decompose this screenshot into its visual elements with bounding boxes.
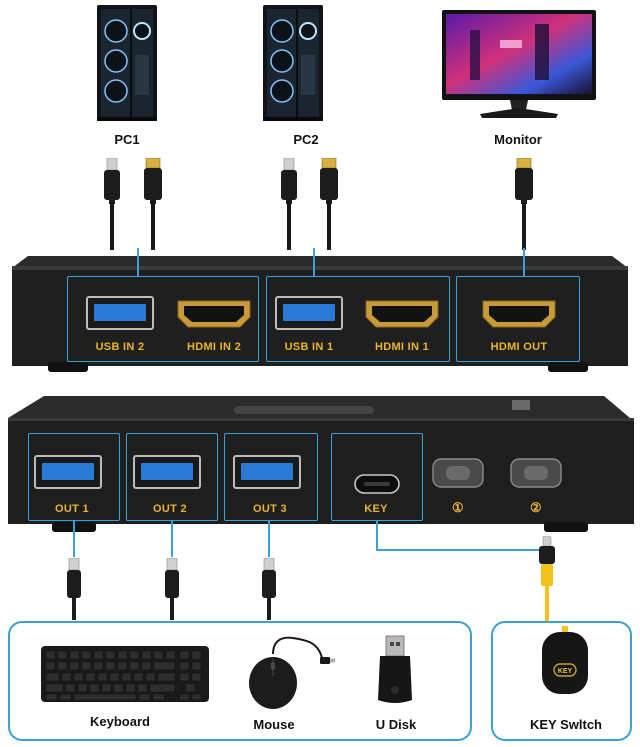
port-label-key: KEY [364, 503, 388, 515]
connector-line [376, 521, 378, 550]
cable [287, 202, 291, 250]
port-label-usb-in-1: USB IN 1 [284, 341, 334, 353]
keyboard-icon [40, 645, 210, 703]
connector-line [171, 521, 173, 557]
key-port-group [331, 433, 423, 521]
key-switch-icon: KEY [540, 626, 590, 696]
port-label-hdmi-out: HDMI OUT [490, 341, 548, 353]
usb-in-2-port-icon [86, 296, 154, 330]
mouse-icon [238, 628, 338, 710]
cable [522, 202, 526, 250]
monitor-icon [440, 10, 598, 122]
keyboard-label: Keyboard [90, 714, 150, 729]
cable [327, 202, 331, 250]
usb-c-port-icon [354, 474, 400, 494]
output-group-3 [224, 433, 318, 521]
usb-out-2-port-icon [133, 455, 201, 489]
port-label-out-1: OUT 1 [55, 503, 89, 515]
port-group-output [456, 276, 580, 362]
switch-button-2[interactable] [510, 458, 562, 488]
usb-plug-icon [277, 157, 301, 204]
usb-plug-icon [64, 557, 84, 620]
usb-out-1-port-icon [34, 455, 102, 489]
hdmi-plug-icon [141, 157, 165, 204]
connector-line [376, 549, 546, 551]
button-label-1: ① [452, 500, 464, 515]
connector-line [268, 521, 270, 557]
key-switch-label: KEY Swltch [529, 717, 602, 732]
pc1-label: PC1 [114, 132, 140, 147]
connector-line [313, 248, 315, 276]
hdmi-plug-icon [317, 157, 341, 204]
usb-c-cable-icon [536, 535, 558, 630]
port-label-usb-in-2: USB IN 2 [95, 341, 145, 353]
hdmi-in-2-port-icon [176, 299, 252, 329]
svg-text:KEY: KEY [558, 668, 573, 675]
udisk-label: U Disk [375, 717, 417, 732]
port-label-out-3: OUT 3 [253, 503, 287, 515]
usb-out-3-port-icon [233, 455, 301, 489]
usb-plug-icon [162, 557, 182, 620]
port-label-hdmi-in-1: HDMI IN 1 [374, 341, 430, 353]
output-group-2 [126, 433, 218, 521]
port-label-out-2: OUT 2 [153, 503, 187, 515]
pc1-tower-icon [95, 5, 159, 123]
hdmi-in-1-port-icon [364, 299, 440, 329]
button-label-2: ② [530, 500, 542, 515]
hdmi-out-port-icon [481, 299, 557, 329]
cable [110, 202, 114, 250]
output-group-1 [28, 433, 120, 521]
monitor-label: Monitor [494, 132, 542, 147]
port-label-hdmi-in-2: HDMI IN 2 [186, 341, 242, 353]
port-group-pc2 [67, 276, 259, 362]
usb-plug-icon [259, 557, 279, 620]
connector-line [137, 248, 139, 276]
switch-button-1[interactable] [432, 458, 484, 488]
usb-plug-icon [100, 157, 124, 204]
hdmi-plug-icon [512, 157, 536, 204]
usb-in-1-port-icon [275, 296, 343, 330]
cable [151, 202, 155, 250]
pc2-tower-icon [261, 5, 325, 123]
mouse-label: Mouse [253, 717, 295, 732]
connector-line [73, 521, 75, 557]
pc2-label: PC2 [293, 132, 319, 147]
usb-drive-icon [372, 634, 418, 706]
port-group-pc1 [266, 276, 450, 362]
connector-line [523, 248, 525, 276]
